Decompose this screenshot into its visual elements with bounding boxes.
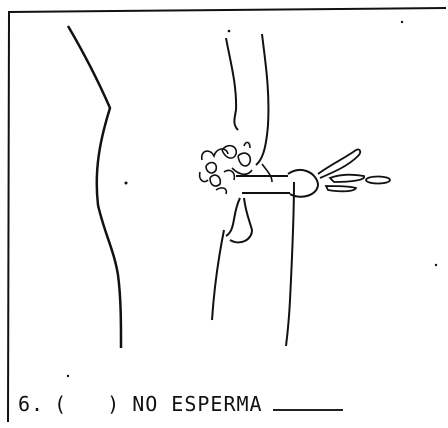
caption-text: NO ESPERMA [132,392,262,416]
caption-number: 6. [18,392,44,416]
speck [435,264,437,266]
speck [401,21,403,23]
drop-4 [366,177,390,184]
leg-front [212,230,224,320]
back-outline-right [256,34,268,165]
drop-3 [326,186,356,191]
drop-1 [318,149,360,178]
speck [67,375,69,377]
drop-2 [330,175,364,182]
tip [288,170,318,197]
caption-paren-close: ) [107,392,120,416]
caption: 6. () NO ESPERMA [18,392,343,416]
scrotum [226,198,252,242]
textured-organ [200,142,252,194]
leg-back [286,182,294,346]
leg-back-top [262,164,272,182]
caption-underline [273,395,343,411]
back-outline [68,26,121,348]
frame-top-line [8,8,446,12]
speck [228,30,231,33]
caption-paren-open: ( [54,392,67,416]
front-outline-upper [226,38,238,130]
speck [125,182,128,185]
frame-left-line [8,12,9,422]
